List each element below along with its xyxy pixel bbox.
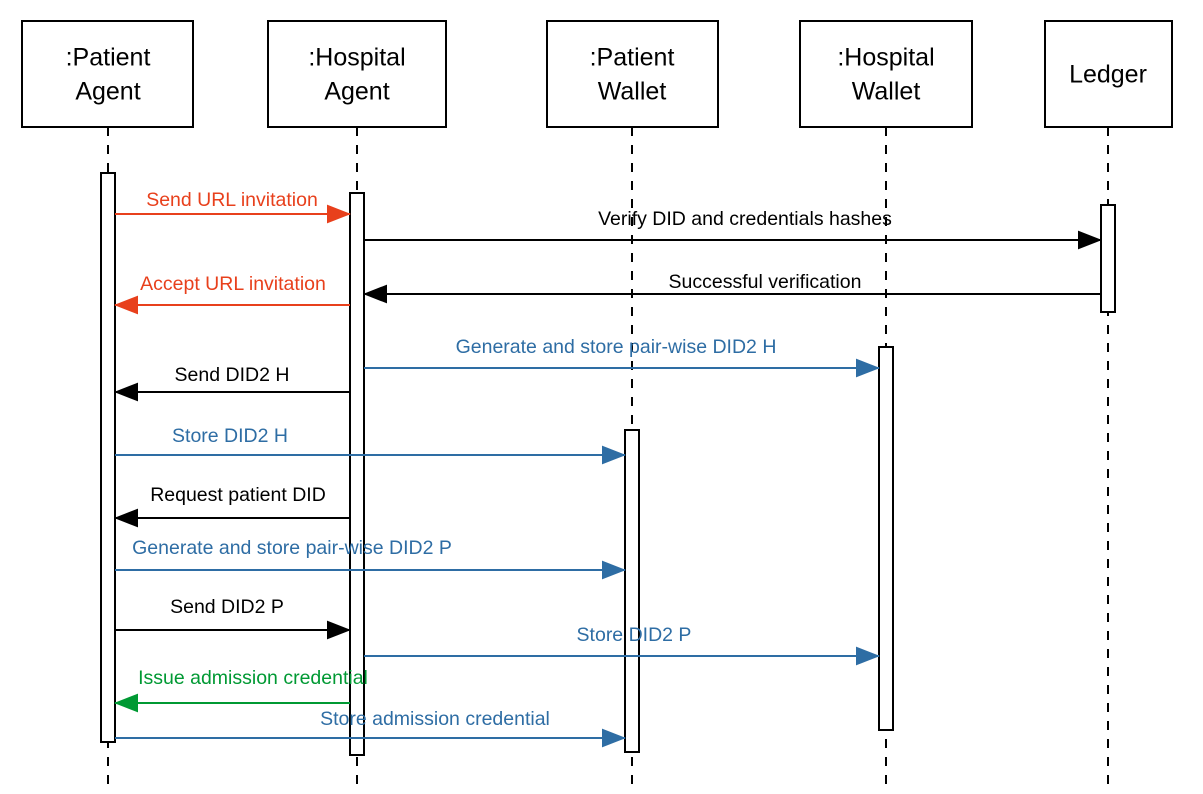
lifeline-box-hospital-agent[interactable] [267,20,447,128]
activation-bar-patient-agent [100,172,116,743]
message-label-m7: Store DID2 H [172,425,288,447]
message-label-m2: Verify DID and credentials hashes [598,208,892,230]
lifeline-box-patient-wallet[interactable] [546,20,719,128]
lifeline-title-hospital-agent-line2: Agent [324,78,389,106]
activation-bar-hospital-wallet [878,346,894,731]
lifeline-title-patient-agent-line2: Agent [75,78,140,106]
message-m1[interactable]: Send URL invitation [115,189,351,224]
lifeline-box-patient-agent[interactable] [21,20,194,128]
message-label-m8: Request patient DID [150,484,326,506]
lifeline-title-hospital-wallet-line2: Wallet [852,78,921,106]
message-label-m9: Generate and store pair-wise DID2 P [132,537,452,559]
activation-bar-ledger [1100,204,1116,313]
lifeline-ledger: Ledger [1044,20,1173,790]
lifeline-title-patient-wallet-line2: Wallet [598,78,667,106]
message-label-m4: Successful verification [669,271,862,293]
message-m13[interactable]: Store admission credential [115,708,626,748]
activation-bar-hospital-agent [349,192,365,756]
activation-bar-patient-wallet [624,429,640,753]
message-label-m5: Generate and store pair-wise DID2 H [456,336,777,358]
message-m11[interactable]: Store DID2 P [364,624,880,666]
message-label-m1: Send URL invitation [146,189,318,211]
message-m5[interactable]: Generate and store pair-wise DID2 H [364,336,880,378]
message-m10[interactable]: Send DID2 P [115,596,351,640]
message-m9[interactable]: Generate and store pair-wise DID2 P [115,537,626,580]
lifeline-title-hospital-agent-line1: :Hospital [308,44,405,72]
message-m2[interactable]: Verify DID and credentials hashes [364,208,1102,250]
message-m12[interactable]: Issue admission credential [114,667,368,713]
message-label-m11: Store DID2 P [577,624,692,646]
message-label-m3: Accept URL invitation [140,273,326,295]
message-m4[interactable]: Successful verification [363,271,1101,304]
lifeline-title-hospital-wallet-line1: :Hospital [837,44,934,72]
message-label-m12: Issue admission credential [138,667,368,689]
message-label-m13: Store admission credential [320,708,550,730]
message-label-m6: Send DID2 H [175,364,290,386]
message-m6[interactable]: Send DID2 H [114,364,350,402]
lifeline-title-patient-wallet-line1: :Patient [590,44,675,72]
message-m8[interactable]: Request patient DID [114,484,350,528]
message-m3[interactable]: Accept URL invitation [114,273,350,315]
message-m7[interactable]: Store DID2 H [115,425,626,465]
message-label-m10: Send DID2 P [170,596,284,618]
lifelines-layer: :PatientAgent:HospitalAgent:PatientWalle… [21,20,1173,790]
lifeline-title-patient-agent-line1: :Patient [66,44,151,72]
lifeline-title-ledger: Ledger [1069,61,1147,89]
lifeline-box-hospital-wallet[interactable] [799,20,973,128]
lifeline-box-ledger[interactable] [1044,20,1173,128]
